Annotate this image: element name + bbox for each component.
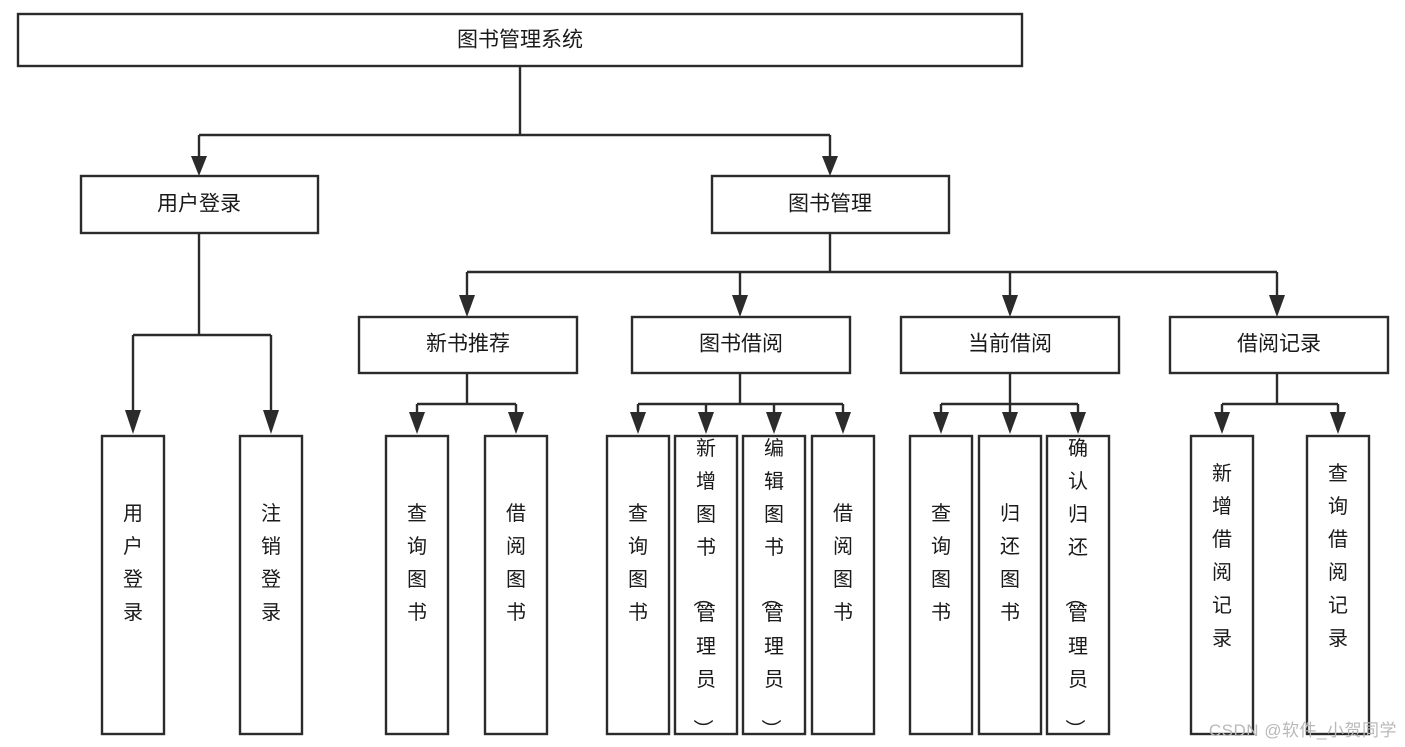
- node-leaf-11-box[interactable]: [1045, 434, 1111, 736]
- node-leaf-5-label: 查询图书: [628, 502, 648, 624]
- arrow-head-leaf-12: [1214, 412, 1230, 434]
- arrow-head-leaf-4: [508, 412, 524, 434]
- node-leaf-12-label: 新增借阅记录: [1212, 462, 1232, 650]
- node-leaf-1-box[interactable]: [100, 434, 166, 736]
- node-leaf-8-box[interactable]: [810, 434, 876, 736]
- arrow-head-leaf-5: [630, 412, 646, 434]
- node-current-borrow[interactable]: 当前借阅: [899, 315, 1121, 375]
- node-new-book-rec[interactable]: 新书推荐: [357, 315, 579, 375]
- arrow-head-leaf-6: [698, 412, 714, 434]
- node-current-borrow-label: 当前借阅: [968, 333, 1052, 356]
- arrow-head-leaf-11: [1070, 412, 1086, 434]
- node-book-manage-box[interactable]: [710, 174, 951, 235]
- node-leaf-4-box[interactable]: [483, 434, 549, 736]
- arrow-head-leaf-1: [125, 410, 141, 434]
- node-leaf-13[interactable]: 查询借阅记录: [1305, 434, 1371, 736]
- node-leaf-5-box[interactable]: [605, 434, 671, 736]
- arrow-head-borrow-record: [1269, 295, 1285, 317]
- node-leaf-1[interactable]: 用户登录: [100, 434, 166, 736]
- node-leaf-1-label: 用户登录: [123, 503, 143, 624]
- node-leaf-7-label: 编辑图书（管理员）: [759, 437, 784, 739]
- node-leaf-9-box[interactable]: [908, 434, 974, 736]
- connector-group-book-manage: [459, 233, 1285, 317]
- node-leaf-7[interactable]: 编辑图书（管理员）: [741, 434, 807, 739]
- node-leaf-9-label: 查询图书: [931, 502, 951, 624]
- node-user-login[interactable]: 用户登录: [79, 174, 320, 235]
- arrow-head-leaf-10: [1002, 412, 1018, 434]
- node-leaf-11[interactable]: 确认归还（管理员）: [1045, 434, 1111, 739]
- node-leaf-5[interactable]: 查询图书: [605, 434, 671, 736]
- node-book-manage[interactable]: 图书管理: [710, 174, 951, 235]
- node-borrow-record[interactable]: 借阅记录: [1168, 315, 1390, 375]
- arrow-head-leaf-3: [409, 412, 425, 434]
- arrow-head-leaf-9: [933, 412, 949, 434]
- node-leaf-3-box[interactable]: [384, 434, 450, 736]
- arrow-head-leaf-7: [766, 412, 782, 434]
- connector-group-current-borrow: [933, 373, 1086, 434]
- node-leaf-8-label: 借阅图书: [833, 502, 853, 624]
- node-leaf-9[interactable]: 查询图书: [908, 434, 974, 736]
- node-borrow-record-label: 借阅记录: [1237, 333, 1321, 356]
- watermark-text: CSDN @软件_小贺同学: [1208, 721, 1397, 740]
- node-leaf-12[interactable]: 新增借阅记录: [1189, 434, 1255, 736]
- node-root-box[interactable]: [16, 12, 1024, 68]
- node-borrow-record-box[interactable]: [1168, 315, 1390, 375]
- node-leaf-6-label: 新增图书（管理员）: [691, 437, 716, 739]
- node-book-borrow-box[interactable]: [630, 315, 852, 375]
- arrow-head-leaf-8: [835, 412, 851, 434]
- node-book-manage-label: 图书管理: [788, 193, 872, 216]
- node-leaf-13-box[interactable]: [1305, 434, 1371, 736]
- node-leaf-10[interactable]: 归还图书: [977, 434, 1043, 736]
- connector-group-book-borrow: [630, 373, 851, 434]
- connector-group-root: [191, 66, 838, 176]
- node-leaf-13-label: 查询借阅记录: [1328, 462, 1348, 650]
- arrow-head-user-login: [191, 156, 207, 176]
- connector-group-new-book-rec: [409, 373, 524, 434]
- connector-group-borrow-record: [1214, 373, 1346, 434]
- node-root-label: 图书管理系统: [457, 29, 583, 52]
- arrow-head-leaf-2: [263, 410, 279, 434]
- node-root[interactable]: 图书管理系统: [16, 12, 1024, 68]
- node-leaf-3[interactable]: 查询图书: [384, 434, 450, 736]
- node-leaf-4[interactable]: 借阅图书: [483, 434, 549, 736]
- node-leaf-10-label: 归还图书: [1000, 502, 1020, 624]
- node-user-login-box[interactable]: [79, 174, 320, 235]
- node-new-book-rec-label: 新书推荐: [426, 333, 510, 356]
- node-leaf-6[interactable]: 新增图书（管理员）: [673, 434, 739, 739]
- arrow-head-book-borrow: [732, 295, 748, 317]
- node-leaf-12-box[interactable]: [1189, 434, 1255, 736]
- arrow-head-book-manage: [822, 156, 838, 176]
- node-leaf-8[interactable]: 借阅图书: [810, 434, 876, 736]
- node-leaf-10-box[interactable]: [977, 434, 1043, 736]
- node-leaf-2[interactable]: 注销登录: [238, 434, 304, 736]
- node-leaf-2-label: 注销登录: [261, 502, 281, 624]
- node-leaf-6-box[interactable]: [673, 434, 739, 736]
- node-leaf-11-label: 确认归还（管理员）: [1063, 437, 1088, 739]
- node-book-borrow[interactable]: 图书借阅: [630, 315, 852, 375]
- node-leaf-7-box[interactable]: [741, 434, 807, 736]
- node-user-login-label: 用户登录: [157, 193, 241, 216]
- node-book-borrow-label: 图书借阅: [699, 333, 783, 356]
- node-leaf-2-box[interactable]: [238, 434, 304, 736]
- node-leaf-4-label: 借阅图书: [506, 502, 526, 624]
- arrow-head-leaf-13: [1330, 412, 1346, 434]
- node-new-book-rec-box[interactable]: [357, 315, 579, 375]
- arrow-head-new-book-rec: [459, 295, 475, 317]
- connector-group-user-login: [125, 233, 279, 434]
- node-current-borrow-box[interactable]: [899, 315, 1121, 375]
- node-leaf-3-label: 查询图书: [407, 502, 427, 624]
- arrow-head-current-borrow: [1002, 295, 1018, 317]
